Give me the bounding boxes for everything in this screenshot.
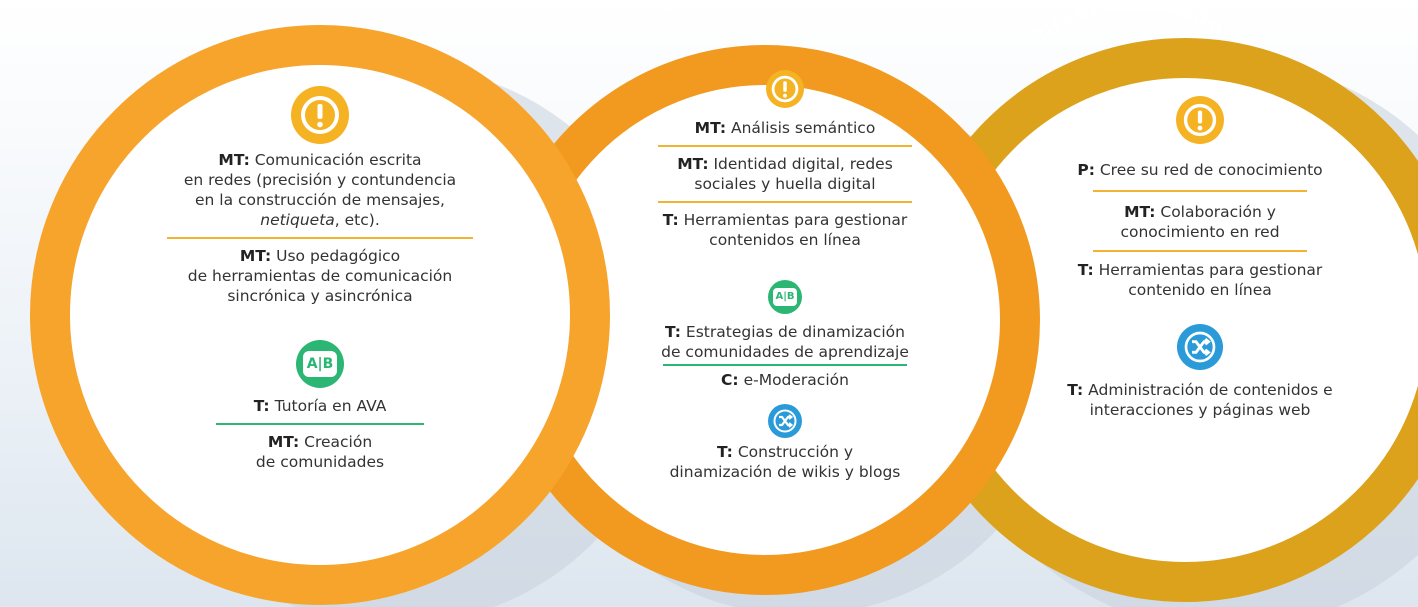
warning-icon [291, 86, 349, 144]
item-text: C: e-Moderación [721, 371, 849, 389]
item-text: MT: Comunicación escrita [218, 151, 422, 169]
item-text: de comunidades [255, 453, 385, 471]
item-text: MT: Análisis semántico [694, 119, 876, 137]
item-text: T: Estrategias de dinamización [665, 323, 905, 341]
panel-innovador: P: Cree su red de conocimiento MT: Colab… [1055, 96, 1345, 420]
ring-explorador [30, 25, 610, 605]
ab-test-icon: A|B [768, 280, 802, 314]
panel-integrador: MT: Análisis semántico MT: Identidad dig… [635, 70, 935, 482]
divider [663, 364, 907, 366]
item-text: T: Tutoría en AVA [253, 397, 387, 415]
shuffle-icon [768, 404, 802, 438]
item-text: MT: Uso pedagógico [239, 247, 401, 265]
item-text: T: Administración de contenidos e [1067, 381, 1333, 399]
item-text: de herramientas de comunicación [187, 267, 453, 285]
warning-icon [766, 70, 804, 108]
item-text: P: Cree su red de conocimiento [1077, 161, 1323, 179]
ring-title-explorador: Nivel explorador [210, 0, 430, 9]
divider [216, 423, 424, 425]
item-text: contenido en línea [1128, 281, 1272, 299]
ring-title-integrador: Nivel integrador [657, 0, 873, 15]
item-text: contenidos en línea [709, 231, 861, 249]
item-text: en redes (precisión y contundencia [183, 171, 457, 189]
divider [167, 237, 473, 239]
item-text: interacciones y páginas web [1089, 401, 1311, 419]
item-text: dinamización de wikis y blogs [669, 463, 901, 481]
item-text: T: Herramientas para gestionar [662, 211, 908, 229]
divider [658, 145, 912, 147]
warning-icon [1176, 96, 1224, 144]
divider [1093, 190, 1307, 192]
item-text: T: Construcción y [716, 443, 854, 461]
shuffle-icon [1177, 324, 1223, 370]
item-text: sociales y huella digital [694, 175, 876, 193]
panel-explorador: MT: Comunicación escrita en redes (preci… [150, 86, 490, 472]
divider [1093, 250, 1307, 252]
item-text: MT: Creación [267, 433, 373, 451]
divider [658, 201, 912, 203]
item-text: MT: Colaboración y [1124, 203, 1276, 221]
item-text: conocimiento en red [1120, 223, 1280, 241]
item-text: sincrónica y asincrónica [227, 287, 413, 305]
item-text: de comunidades de aprendizaje [661, 343, 909, 361]
ab-test-icon: A|B [296, 340, 344, 388]
item-text: netiqueta, etc). [260, 211, 380, 229]
item-text: en la construcción de mensajes, [195, 191, 445, 209]
item-text: T: Herramientas para gestionar [1077, 261, 1323, 279]
item-text: MT: Identidad digital, redes [677, 155, 893, 173]
